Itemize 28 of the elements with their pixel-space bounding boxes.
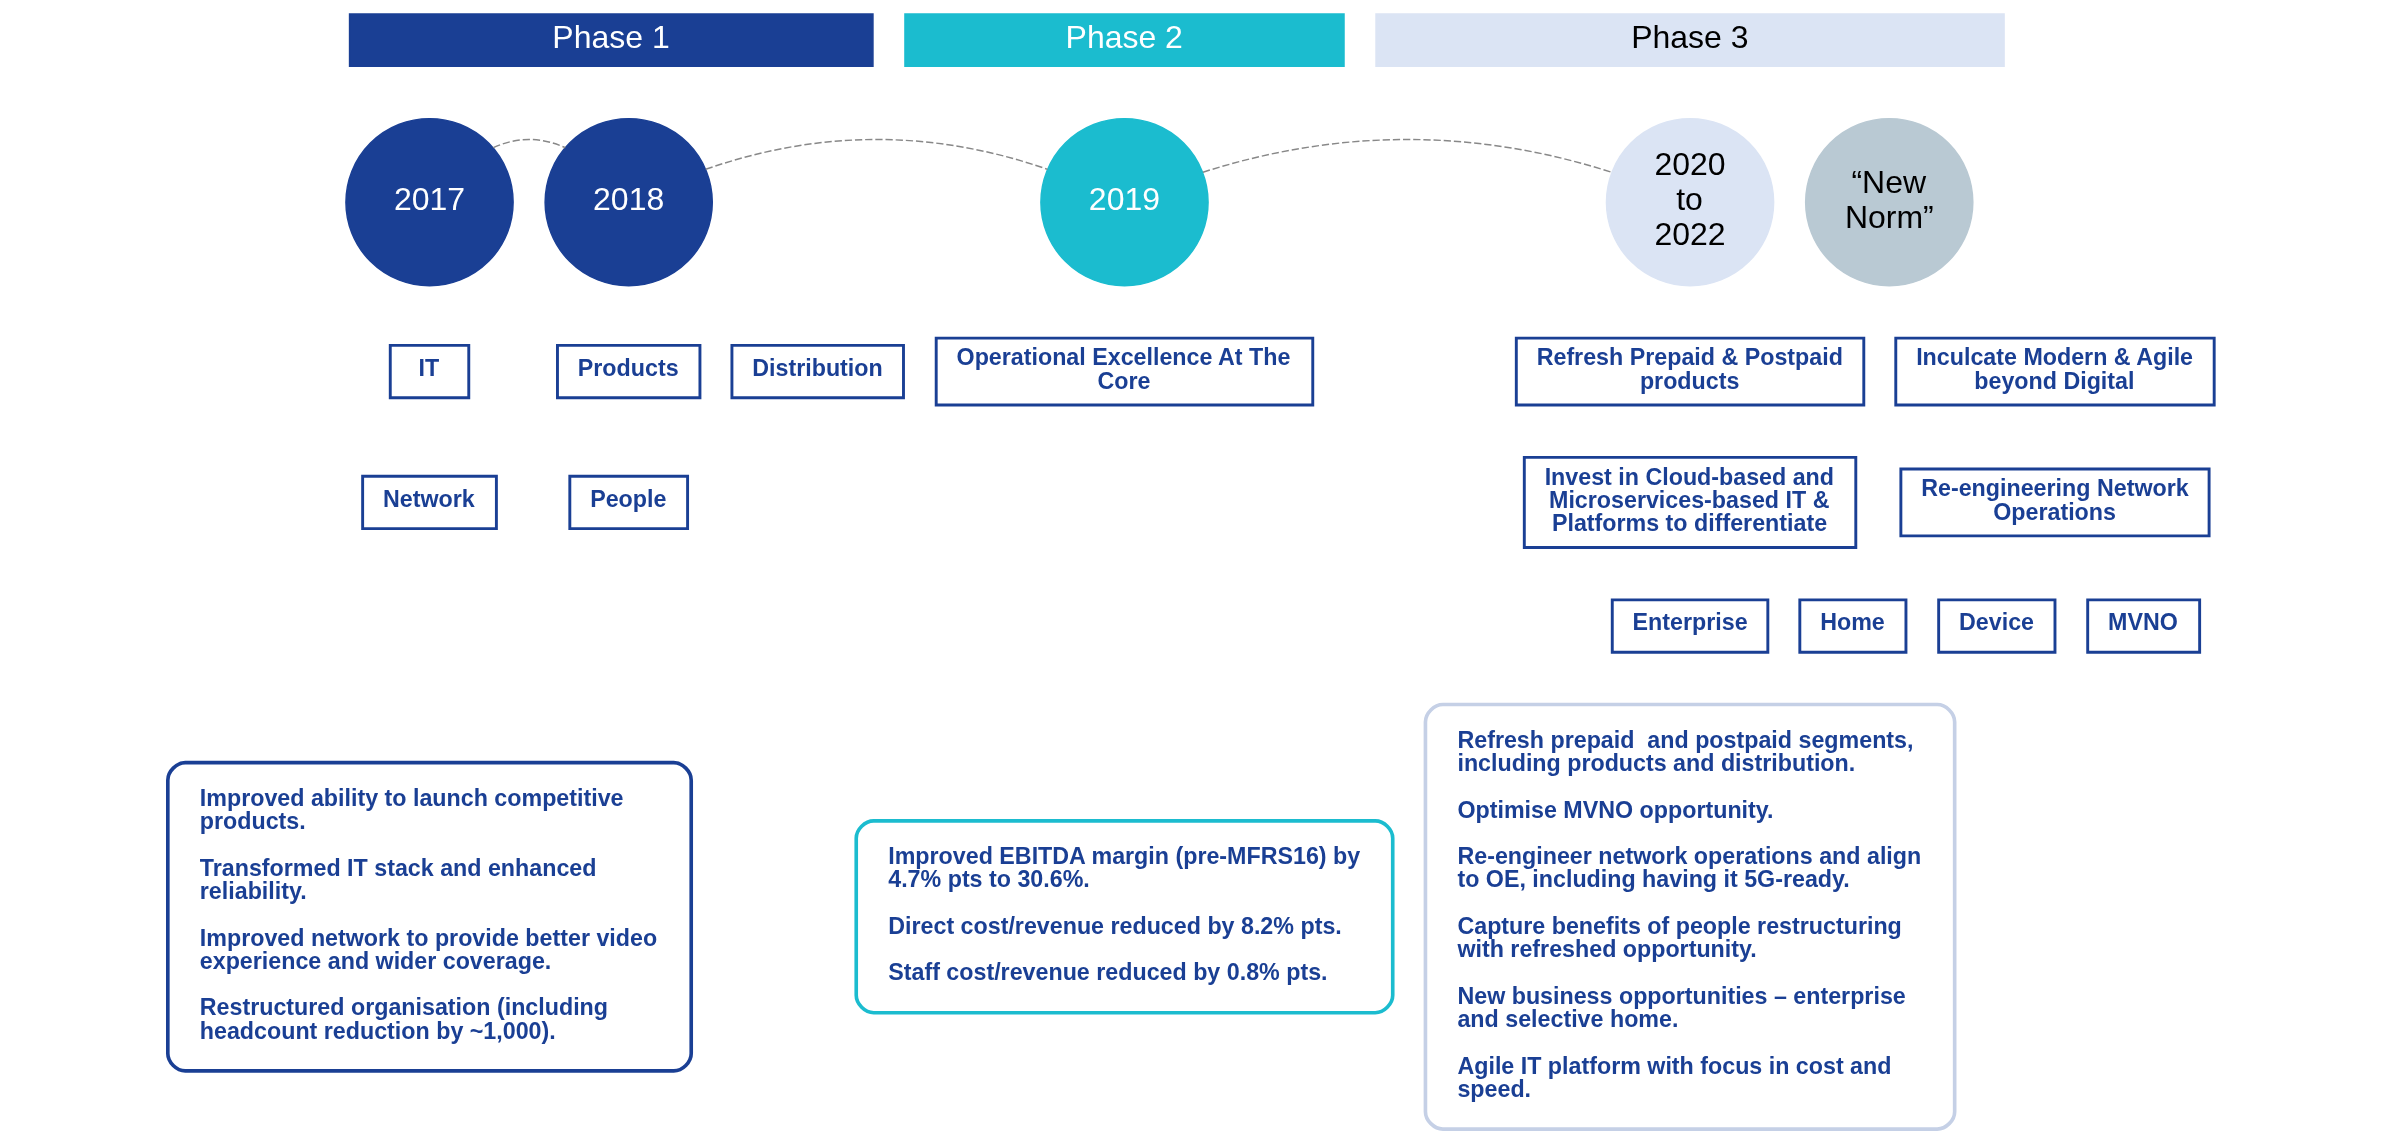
node-box: Phase 2 bbox=[903, 13, 1345, 67]
node-box: People bbox=[567, 474, 689, 531]
node-circle: 2019 bbox=[1039, 117, 1209, 287]
node-circle: “New Norm” bbox=[1804, 117, 1974, 287]
node-box: Re-engineering Network Operations bbox=[1898, 467, 2211, 538]
node-box: Operational Excellence At The Core bbox=[934, 336, 1314, 407]
node-box: Products bbox=[555, 343, 701, 400]
node-box: Inculcate Modern & Agile beyond Digital bbox=[1893, 336, 2216, 407]
node-box: Home bbox=[1797, 598, 1907, 654]
node-box: Refresh Prepaid & Postpaid products bbox=[1514, 336, 1865, 407]
node-circle: 2017 bbox=[344, 117, 514, 287]
node-box: Invest in Cloud-based and Microservices-based IT & Platforms to differentiate bbox=[1522, 455, 1857, 549]
node-box: Improved ability to launch competitive products. Transformed IT stack and enhanced reliability. Improved network to provide better video experience and wider coverage. Restructured organisation (including headcount reduction by ~1,000). bbox=[165, 760, 693, 1073]
node-circle: 2018 bbox=[543, 117, 713, 287]
node-box: MVNO bbox=[2085, 598, 2201, 654]
node-box: Enterprise bbox=[1610, 598, 1769, 654]
node-box: Distribution bbox=[729, 343, 905, 400]
connector bbox=[704, 138, 1048, 171]
node-box: IT bbox=[388, 343, 470, 400]
node-box: Phase 3 bbox=[1374, 13, 2005, 67]
connector bbox=[492, 138, 566, 149]
node-box: Refresh prepaid and postpaid segments, including products and distribution. Optimise MVNO opportunity. Re-engineer network operations and align to OE, including having it 5G-ready. Capture benefits of people restructuring with refreshed opportunity. New business opportunities – enterprise and selective home. Agile IT platform with focus in cost and speed. bbox=[1423, 702, 1956, 1131]
node-circle: 2020 to 2022 bbox=[1605, 117, 1774, 287]
node-box: Device bbox=[1936, 598, 2056, 654]
connector bbox=[1201, 138, 1612, 173]
node-box: Network bbox=[360, 474, 498, 531]
node-box: Phase 1 bbox=[348, 13, 874, 67]
node-box: Improved EBITDA margin (pre-MFRS16) by 4.7% pts to 30.6%. Direct cost/revenue reduced by 8.2% pts. Staff cost/revenue reduced by 0.8% pts. bbox=[853, 819, 1395, 1015]
